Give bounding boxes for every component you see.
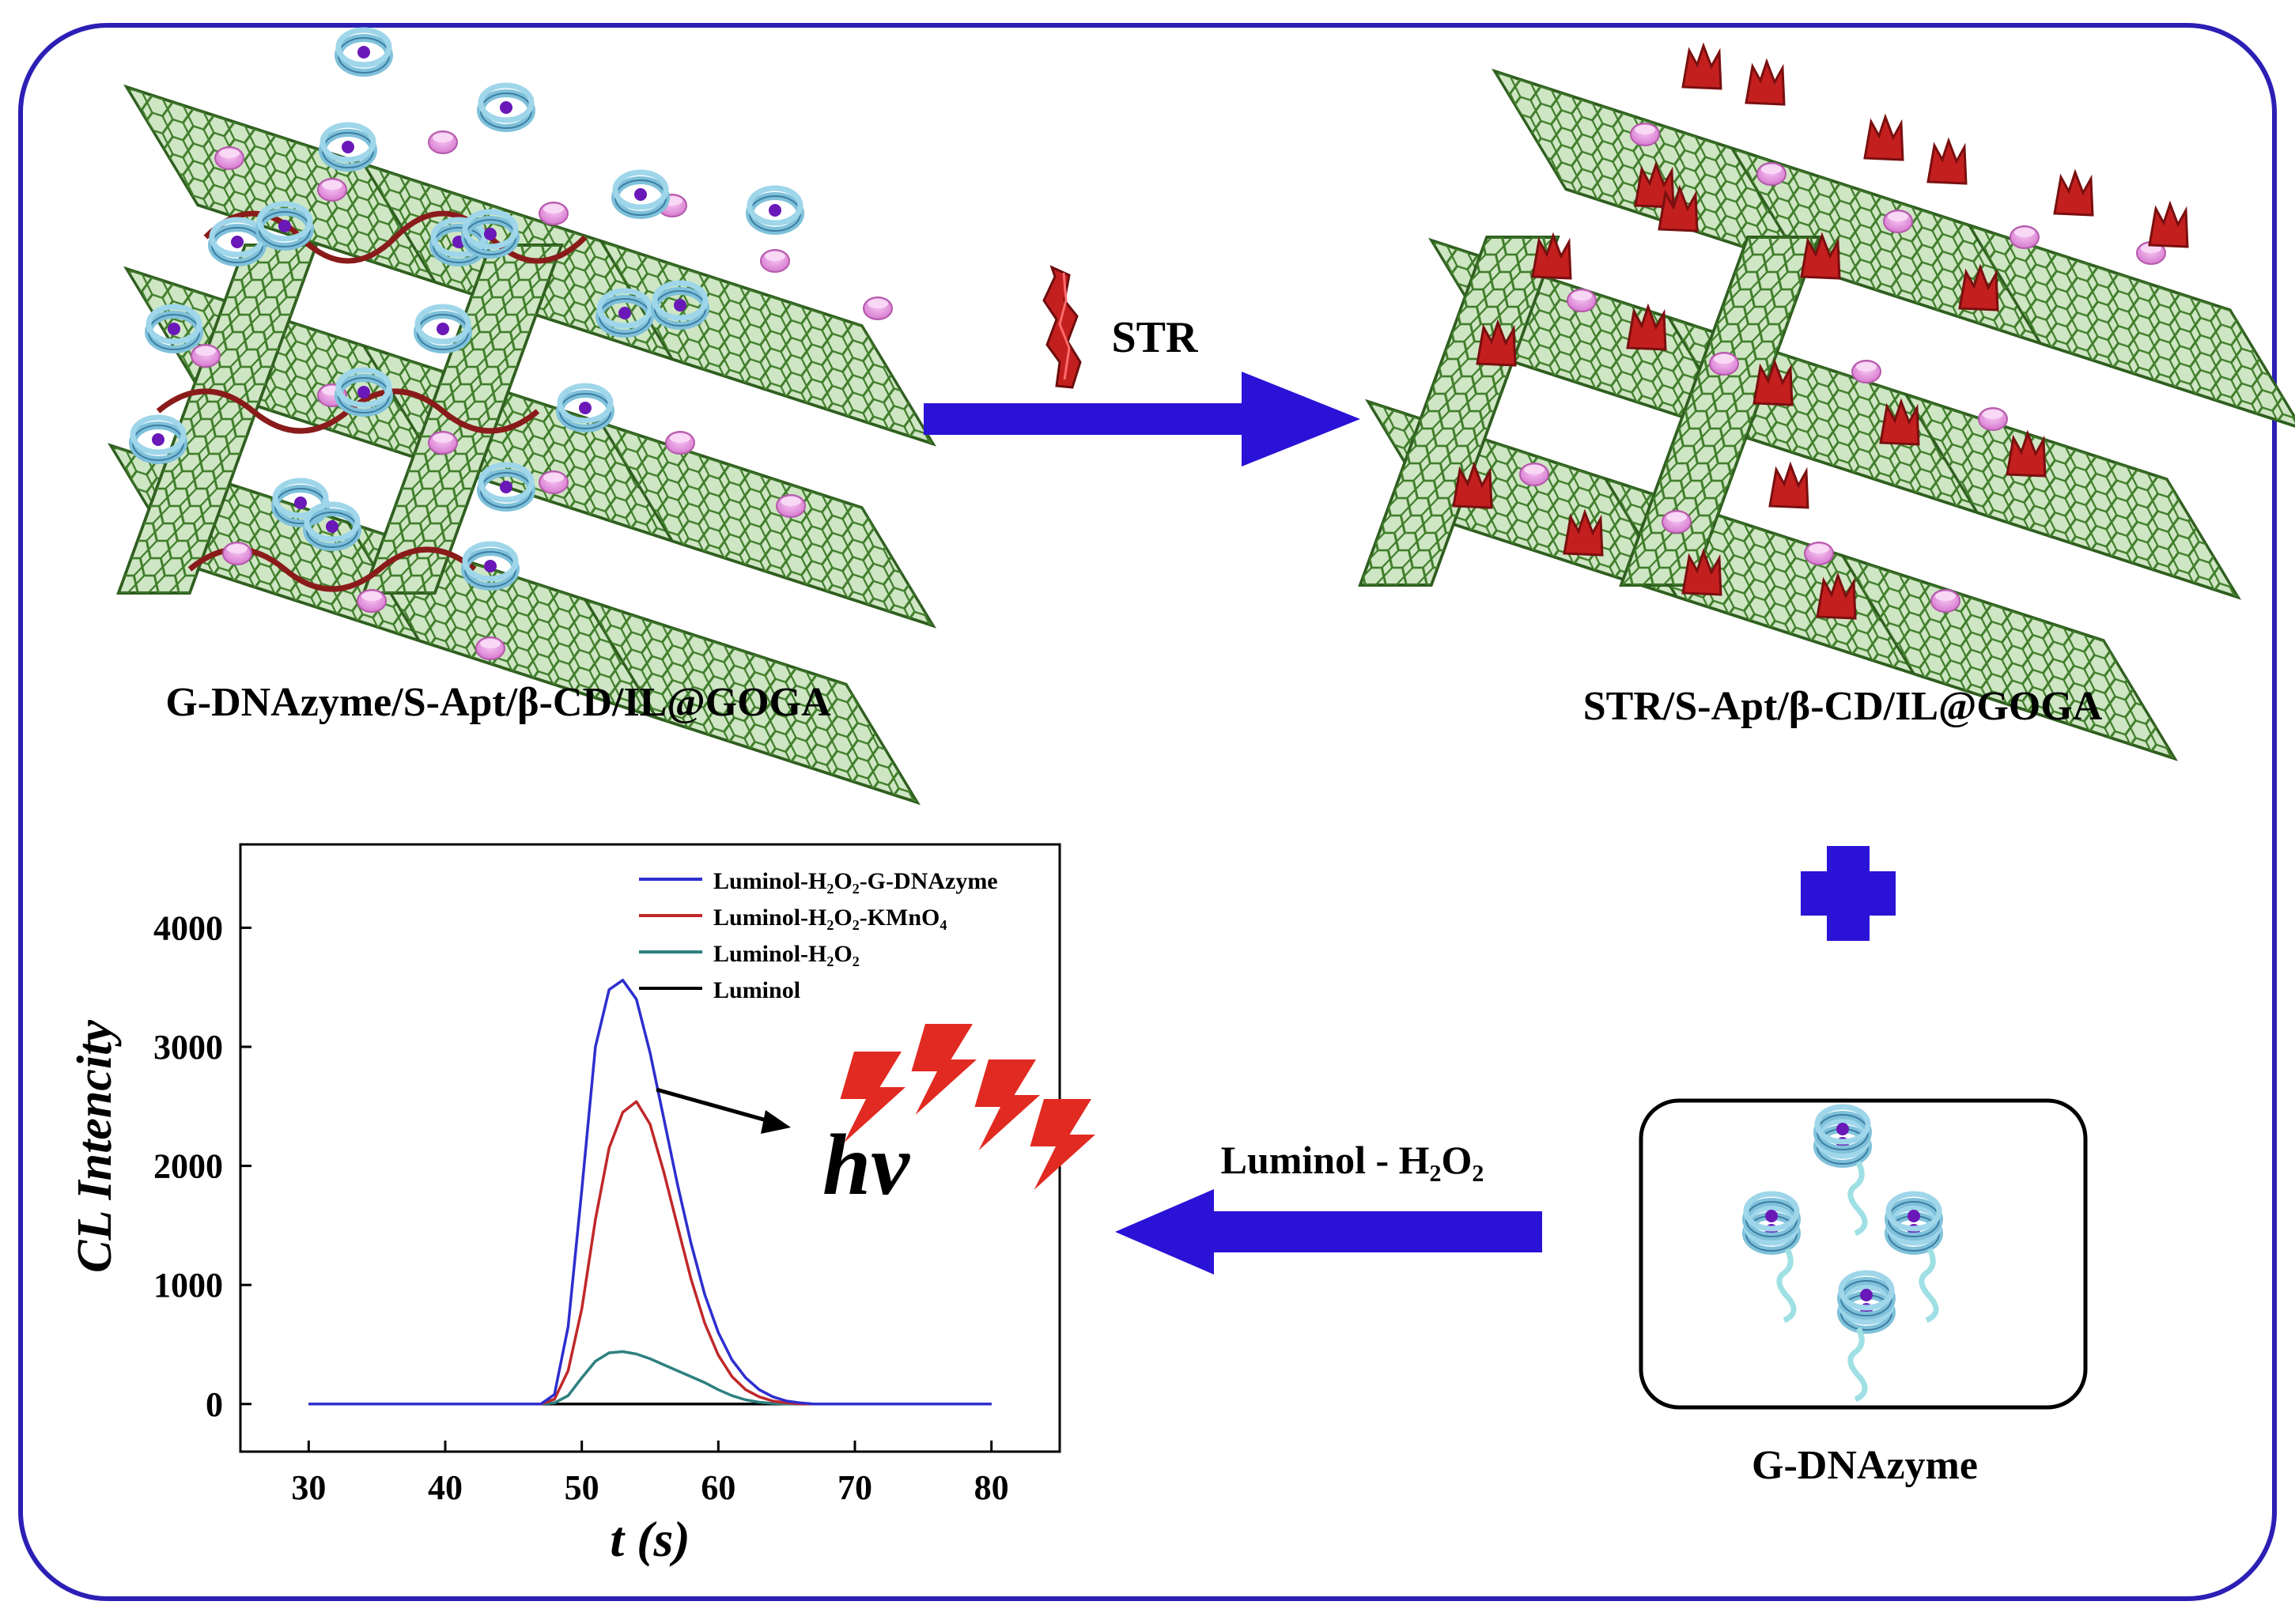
chart-x-axis-title: t (s) <box>610 1511 690 1567</box>
outer-frame <box>18 23 2277 1601</box>
series-line-1 <box>308 1100 992 1406</box>
x-tick-label: 80 <box>974 1468 1009 1507</box>
y-tick-label: 4000 <box>153 908 223 947</box>
x-tick-label: 40 <box>428 1468 463 1507</box>
legend-label-0: Luminol-H₂O₂-G-DNAzyme <box>713 868 998 894</box>
x-tick-label: 70 <box>837 1468 872 1507</box>
str-arrow <box>924 372 1360 466</box>
g-dnazyme-box <box>1639 1098 2088 1410</box>
x-tick-label: 30 <box>291 1468 326 1507</box>
legend-label-2: Luminol-H₂O₂ <box>713 941 860 967</box>
top-left-structure-label: G-DNAzyme/S-Apt/β-CD/IL@GOGA <box>165 680 831 725</box>
luminol-arrow <box>1115 1189 1542 1275</box>
legend-label-3: Luminol <box>713 977 800 1003</box>
legend-label-1: Luminol-H₂O₂-KMnO₄ <box>713 905 947 931</box>
series-line-2 <box>308 1350 992 1406</box>
series-line-0 <box>308 978 992 1406</box>
pointer-arrow <box>656 1087 791 1134</box>
str-arrow-label: STR <box>1112 313 1198 362</box>
y-tick-label: 3000 <box>153 1028 223 1067</box>
str-protein-icon <box>1042 265 1082 389</box>
hv-label: hv <box>822 1116 910 1213</box>
top-right-structure-label: STR/S-Apt/β-CD/IL@GOGA <box>1583 684 2103 729</box>
graphene-aerogel-str-icon <box>1358 44 2295 799</box>
graphene-aerogel-icon <box>111 30 933 807</box>
plus-icon <box>1801 846 1896 941</box>
cl-chart: 30 40 50 60 70 80 0 1000 2000 3000 4000 CL Intenci… <box>68 843 1061 1567</box>
chart-frame <box>239 843 1061 1453</box>
x-tick-label: 50 <box>565 1468 599 1507</box>
chart-y-axis-title: CL Intencity <box>68 1020 122 1273</box>
x-tick-label: 60 <box>701 1468 735 1507</box>
luminol-arrow-label: Luminol - H₂O₂ <box>1221 1138 1484 1182</box>
g-dnazyme-icon <box>1746 1107 1939 1403</box>
y-tick-label: 0 <box>206 1385 223 1424</box>
y-tick-label: 2000 <box>153 1147 223 1186</box>
y-tick-label: 1000 <box>153 1266 223 1305</box>
g-dnazyme-label: G-DNAzyme <box>1752 1443 1978 1488</box>
